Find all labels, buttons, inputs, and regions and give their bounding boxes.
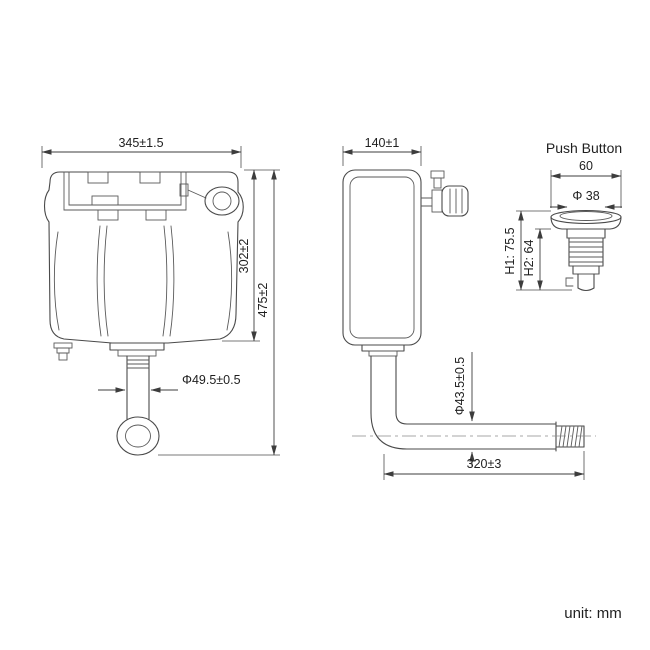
valve-top-stem xyxy=(433,177,442,189)
push-button-detail: Push Button 60 Φ 38 xyxy=(503,140,622,292)
front-view-dimensions: 345±1.5 302±2 475±2 Φ49.5±0.5 xyxy=(41,136,280,456)
front-rib xyxy=(103,225,109,337)
dim-side-depth: 140±1 xyxy=(365,136,400,150)
front-lid-clip xyxy=(97,209,119,221)
button-clip xyxy=(565,277,574,287)
elbow-pipe xyxy=(370,412,408,450)
dim-pipe-length: 320±3 xyxy=(467,457,502,471)
thread-hatch xyxy=(574,425,579,448)
outlet-flange xyxy=(109,342,165,351)
front-lid-tab xyxy=(87,171,109,184)
front-lid-slot xyxy=(91,195,119,206)
button-disc xyxy=(559,211,613,221)
front-lid-recess xyxy=(63,171,187,211)
inlet-cap-outer xyxy=(204,186,240,216)
dim-total-height: 475±2 xyxy=(256,283,270,318)
thread-hatch xyxy=(570,425,575,448)
front-rib xyxy=(96,225,102,337)
dim-button-h2: H2: 64 xyxy=(522,240,536,277)
valve-top-cap xyxy=(430,170,445,179)
dim-front-width: 345±1.5 xyxy=(118,136,163,150)
dim-outlet-diameter: Φ49.5±0.5 xyxy=(182,373,241,387)
inlet-nipple xyxy=(53,342,73,349)
side-view-dimensions: 140±1 Φ43.5±0.5 320±3 xyxy=(342,136,585,480)
front-rib xyxy=(169,225,175,337)
side-view xyxy=(342,169,596,452)
front-lid-recess-inner xyxy=(68,171,182,206)
button-cap-rim xyxy=(550,209,622,225)
inlet-nipple xyxy=(58,352,68,361)
outlet-flange xyxy=(117,349,157,357)
inlet-cap-inner xyxy=(212,191,232,211)
side-outlet-flange xyxy=(368,350,398,357)
thread-hatch xyxy=(566,425,571,448)
front-view xyxy=(43,171,244,456)
front-lid-tab xyxy=(139,171,161,184)
valve-body xyxy=(431,189,443,213)
inlet-nipple xyxy=(56,347,70,354)
dim-tank-height: 302±2 xyxy=(237,239,251,274)
push-button-title: Push Button xyxy=(546,140,622,156)
dim-button-width: 60 xyxy=(579,159,593,173)
thread-hatch xyxy=(562,425,567,448)
outlet-bend-inner xyxy=(125,424,151,448)
dim-button-inner-diameter: Φ 38 xyxy=(572,189,599,203)
thread-hatch xyxy=(578,425,583,448)
button-cap-skirt xyxy=(550,216,622,230)
button-nozzle xyxy=(577,287,595,292)
side-tank-inner xyxy=(349,176,415,339)
front-lid-clip xyxy=(145,209,167,221)
valve-knob xyxy=(441,185,469,217)
front-tank-outline xyxy=(43,171,244,344)
outlet-bend-outer xyxy=(116,416,160,456)
unit-label: unit: mm xyxy=(564,605,622,622)
side-outlet-flange xyxy=(361,344,405,352)
elbow-pipe xyxy=(395,412,408,425)
front-rib xyxy=(226,231,233,331)
front-rib xyxy=(53,231,60,331)
thread-hatch xyxy=(558,425,563,448)
front-rib xyxy=(162,225,168,337)
side-tank-outline xyxy=(342,169,422,346)
dim-button-h1: H1: 75.5 xyxy=(503,227,517,274)
dim-pipe-diameter: Φ43.5±0.5 xyxy=(453,357,467,416)
float-arm xyxy=(187,189,207,199)
